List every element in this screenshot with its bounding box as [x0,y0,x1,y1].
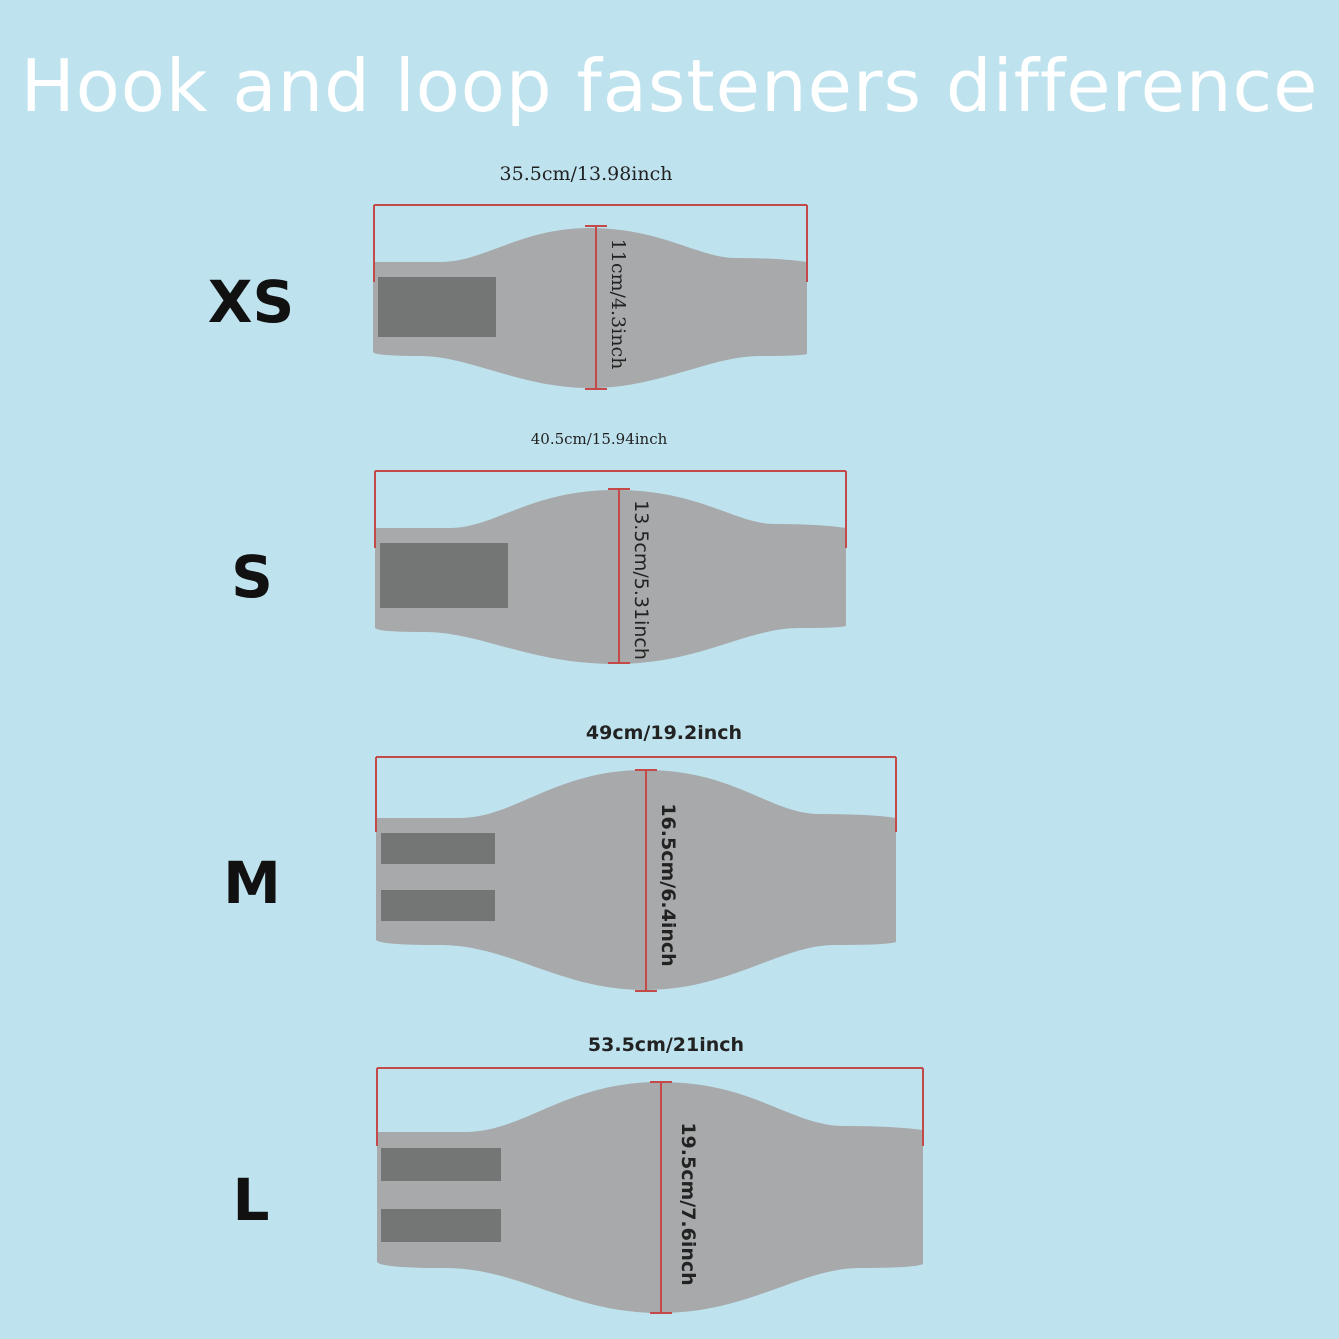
fastener-strip [381,1148,501,1181]
fastener-strip [378,277,496,337]
fastener-strip [381,890,495,921]
size-label-s: S [231,543,273,611]
height-label-s: 13.5cm/5.31inch [630,500,652,660]
height-measure-line [608,488,630,664]
belt-shape [375,490,846,664]
size-label-m: M [223,849,281,917]
height-measure-line [585,225,607,390]
belt-shape [377,1082,923,1313]
belt-shape [376,770,896,990]
width-measure-line [374,470,847,548]
size-label-xs: XS [207,268,295,336]
fastener-strip [381,1209,501,1242]
width-measure-line [376,1067,924,1146]
width-measure-line [375,756,897,832]
belt-xs [373,204,808,390]
fastener-strip [381,833,495,864]
width-label-l: 53.5cm/21inch [587,1034,745,1056]
width-label-m: 49cm/19.2inch [585,722,743,744]
height-label-l: 19.5cm/7.6inch [677,1122,699,1286]
page-title: Hook and loop fasteners difference [20,44,1319,128]
size-label-l: L [232,1166,270,1234]
width-measure-line [373,204,808,282]
height-measure-line [650,1081,672,1314]
height-measure-line [635,769,657,992]
height-label-m: 16.5cm/6.4inch [657,803,679,967]
belt-l [376,1067,924,1314]
belt-shape [373,228,807,388]
fastener-strip [380,543,508,608]
width-label-xs: 35.5cm/13.98inch [499,163,673,185]
belt-m [375,756,897,992]
belt-s [374,470,847,664]
width-label-s: 40.5cm/15.94inch [530,430,668,448]
height-label-xs: 11cm/4.3inch [607,238,629,370]
